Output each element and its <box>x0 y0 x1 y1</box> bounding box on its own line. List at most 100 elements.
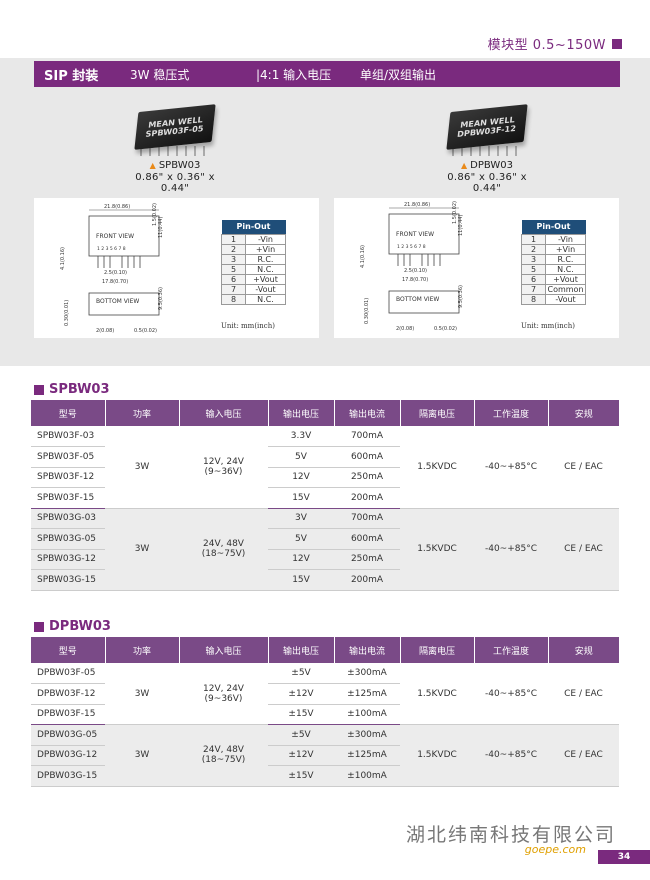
power-cell: 3W <box>105 426 179 509</box>
vout-cell: ±15V <box>268 704 334 725</box>
table-row: SPBW03G-12 12V 250mA <box>31 549 619 570</box>
page-number: 34 <box>598 850 650 864</box>
dim-b1: 0.30(0.01) <box>64 300 70 326</box>
pin-number: 6 <box>221 273 246 285</box>
pin-function: -Vout <box>545 293 586 305</box>
dim-depth: 9.5(0.36) <box>458 285 464 308</box>
col-header: 输出电流 <box>333 400 400 426</box>
spbw03-spec-table: 型号 功率 输入电压 输出电压 输出电流 隔离电压 工作温度 安规 SPBW03… <box>31 400 619 591</box>
front-view-outline <box>88 215 160 257</box>
model-cell: SPBW03G-03 <box>31 508 105 529</box>
table-row: SPBW03G-15 15V 200mA <box>31 569 619 591</box>
input-label: |4:1 输入电压 <box>256 67 332 82</box>
mechanical-diagram-left: 21.8(0.86) FRONT VIEW 11(0.44) 1.5(0.02)… <box>34 198 319 338</box>
product-dims: 0.86" x 0.36" x 0.44" <box>135 172 215 194</box>
iout-cell: 200mA <box>334 487 400 509</box>
pinout-title: Pin-Out <box>221 220 286 234</box>
power-cell: 3W <box>105 724 179 787</box>
iout-cell: ±100mA <box>334 704 400 725</box>
col-header: 功率 <box>104 637 179 663</box>
dim-pin-length: 4.1(0.16) <box>360 245 366 268</box>
safety-cell: CE / EAC <box>548 663 619 725</box>
square-icon <box>612 38 622 49</box>
pin-number: 3 <box>221 253 246 265</box>
vin-cell: 12V, 24V(9~36V) <box>179 426 268 509</box>
chip-pins <box>452 146 522 156</box>
vout-cell: 15V <box>268 487 334 509</box>
dim-pitch: 2.5(0.10) <box>404 268 427 274</box>
table-row: DPBW03G-15 ±15V ±100mA <box>31 765 619 787</box>
vin-value: 12V, 24V <box>203 683 244 694</box>
vout-cell: 12V <box>268 549 334 570</box>
vin-cell: 24V, 48V(18~75V) <box>179 508 268 591</box>
pin-function: -Vout <box>245 283 286 295</box>
iout-cell: 700mA <box>334 508 400 529</box>
vout-cell: 15V <box>268 569 334 591</box>
product-dims: 0.86" x 0.36" x 0.44" <box>447 172 527 194</box>
table-row: DPBW03F-12 ±12V ±125mA <box>31 683 619 705</box>
vout-cell: ±12V <box>268 683 334 705</box>
iout-cell: ±300mA <box>334 724 400 746</box>
model-cell: DPBW03G-05 <box>31 724 105 746</box>
dim-span: 17.8(0.70) <box>102 279 128 285</box>
pin-number: 6 <box>521 273 546 285</box>
pin-number: 5 <box>521 263 546 275</box>
unit-note: Unit: mm(inch) <box>221 322 275 330</box>
vout-cell: 3.3V <box>268 426 334 447</box>
col-header: 工作温度 <box>473 400 548 426</box>
table-row: SPBW03F-03 3W 12V, 24V(9~36V) 3.3V 700mA… <box>31 426 619 509</box>
dim-top: 1.5(0.02) <box>452 201 458 224</box>
pin-number: 8 <box>521 293 546 305</box>
iout-cell: ±125mA <box>334 683 400 705</box>
col-header: 型号 <box>31 400 105 426</box>
table-row: SPBW03F-15 15V 200mA <box>31 487 619 509</box>
pin-number: 7 <box>521 283 546 295</box>
col-header: 输入电压 <box>178 400 268 426</box>
safety-cell: CE / EAC <box>548 508 619 591</box>
dim-depth: 9.5(0.36) <box>158 287 164 310</box>
pin-function: N.C. <box>545 263 586 275</box>
table-row: DPBW03F-15 ±15V ±100mA <box>31 704 619 725</box>
vout-cell: 3V <box>268 508 334 529</box>
iso-cell: 1.5KVDC <box>400 508 474 591</box>
temp-cell: -40~+85°C <box>474 724 548 787</box>
category-label: 模块型 0.5~150W <box>488 34 622 53</box>
square-icon <box>34 621 44 632</box>
dim-height: 11(0.44) <box>158 217 164 238</box>
category-text: 模块型 0.5~150W <box>487 38 606 53</box>
power-cell: 3W <box>105 508 179 591</box>
model-cell: SPBW03G-15 <box>31 569 105 591</box>
vout-cell: 5V <box>268 528 334 550</box>
unit-note: Unit: mm(inch) <box>521 322 575 330</box>
product-image: MEAN WELL DPBW03F-12 <box>446 104 528 150</box>
model-cell: DPBW03F-05 <box>31 663 105 684</box>
pinout-title: Pin-Out <box>521 220 586 234</box>
model-cell: SPBW03G-12 <box>31 549 105 570</box>
section-title-text: SPBW03 <box>49 382 110 397</box>
table-row: SPBW03F-12 12V 250mA <box>31 467 619 488</box>
iout-cell: 600mA <box>334 528 400 550</box>
pin-number: 1 <box>521 233 546 245</box>
triangle-icon: ▲ <box>460 161 468 170</box>
product-name: DPBW03 <box>470 160 513 171</box>
pin-function: +Vout <box>545 273 586 285</box>
section-title-text: DPBW03 <box>49 619 111 634</box>
power-cell: 3W <box>105 663 179 725</box>
pin-function: Common <box>545 283 586 295</box>
table-row: SPBW03G-03 3W 24V, 48V(18~75V) 3V 700mA … <box>31 508 619 591</box>
pin-number: 1 <box>221 233 246 245</box>
vin-range: (9~36V) <box>204 466 243 477</box>
pin-function: R.C. <box>545 253 586 265</box>
bottom-view-outline <box>388 290 460 314</box>
model-cell: DPBW03F-12 <box>31 683 105 705</box>
dim-pitch: 2.5(0.10) <box>104 270 127 276</box>
vout-cell: 5V <box>268 446 334 468</box>
dim-b3: 0.5(0.02) <box>134 328 157 334</box>
vout-cell: ±15V <box>268 765 334 787</box>
vin-range: (18~75V) <box>201 549 246 559</box>
product-name: SPBW03 <box>158 160 201 171</box>
table-row: DPBW03G-05 3W 24V, 48V(18~75V) ±5V ±300m… <box>31 724 619 787</box>
col-header: 工作温度 <box>473 637 548 663</box>
col-header: 输出电压 <box>267 400 334 426</box>
